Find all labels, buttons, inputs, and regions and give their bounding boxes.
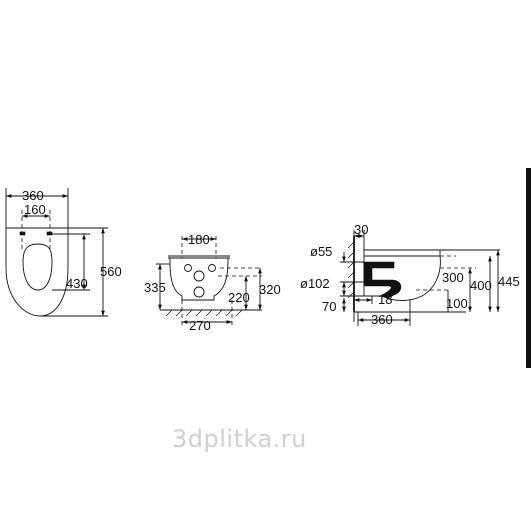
side-view-dim-18: 18	[378, 292, 392, 307]
watermark-text: 3dplitka.ru	[172, 425, 307, 453]
front-view-dim-220: 220	[228, 290, 250, 305]
front-view-bowl-outline	[169, 257, 229, 301]
side-view-seat	[363, 249, 441, 257]
front-view-outlet	[193, 286, 205, 298]
side-view-wall-hatch	[347, 241, 355, 299]
side-view-dim-400: 400	[470, 278, 492, 293]
side-view: 30 ø55 ø102 70 300 400 445 100	[300, 222, 520, 327]
top-view-dim-160: 160	[24, 202, 46, 217]
top-view: 360 160 430 560	[5, 188, 122, 317]
front-view-hole-3	[193, 270, 205, 282]
top-view-bowl-opening	[22, 243, 53, 291]
side-view-dim-70: 70	[322, 299, 336, 314]
side-view-dim-360: 360	[371, 312, 393, 327]
side-view-dim-300: 300	[442, 270, 464, 285]
front-view-hole-1	[184, 264, 192, 272]
front-view-hole-2	[208, 264, 216, 272]
side-view-dim-445: 445	[498, 274, 520, 289]
front-view-dim-270: 270	[189, 318, 211, 333]
front-view-dim-180: 180	[188, 232, 210, 247]
front-view-floor-hatch	[165, 309, 243, 317]
side-view-dim-100: 100	[446, 296, 468, 311]
top-view-dim-360: 360	[22, 188, 44, 203]
side-view-dim-102: ø102	[300, 276, 330, 291]
right-edge-bar	[526, 168, 531, 368]
front-view-dim-335: 335	[144, 280, 166, 295]
top-view-bowl-outline	[5, 227, 69, 317]
front-view: 180 335 220 320 270	[144, 232, 281, 333]
side-view-dim-30: 30	[354, 222, 368, 237]
top-view-hinge-left	[19, 231, 26, 236]
top-view-dim-430: 430	[66, 276, 88, 291]
top-view-hinge-right	[46, 231, 53, 236]
front-view-dim-320: 320	[259, 282, 281, 297]
side-view-dim-55: ø55	[310, 244, 332, 259]
side-view-trap	[363, 261, 402, 299]
top-view-dim-560: 560	[100, 264, 122, 279]
